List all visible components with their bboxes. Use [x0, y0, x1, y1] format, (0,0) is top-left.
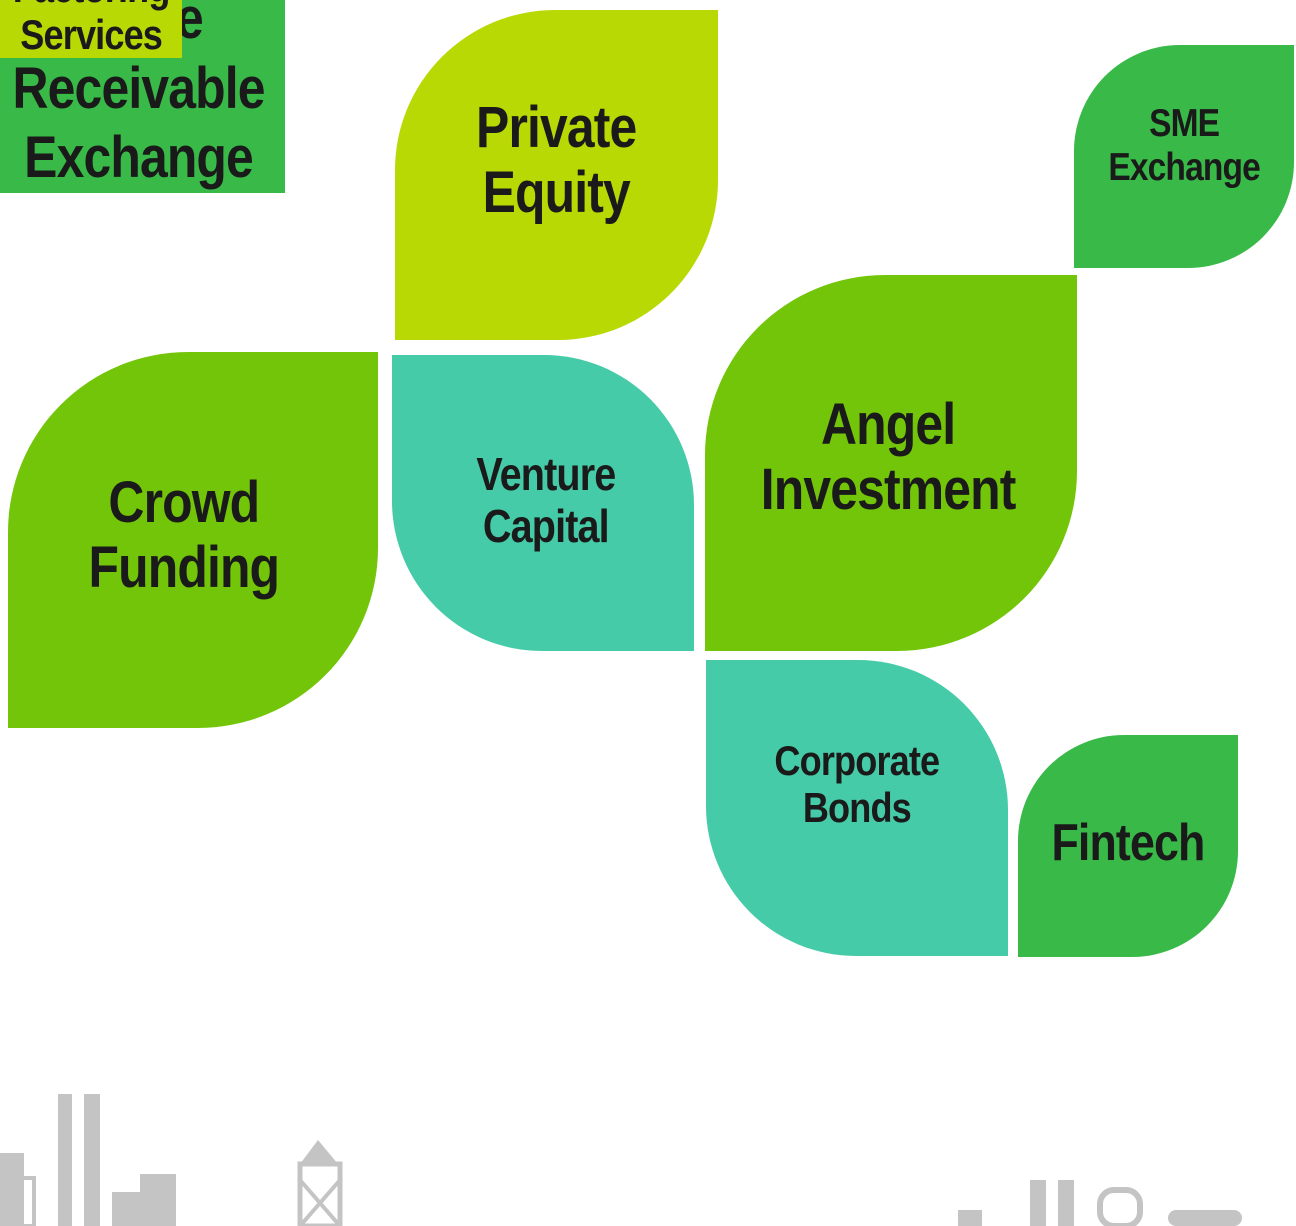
building-dome — [1097, 1187, 1143, 1226]
skyline-buildings-right — [958, 1180, 1242, 1226]
skyline-illustration — [0, 1094, 1242, 1226]
leaf-line: Exchange — [1108, 145, 1260, 189]
building-low-right — [958, 1210, 982, 1226]
building-chimney-right-2 — [1058, 1180, 1074, 1226]
building-block — [140, 1174, 176, 1226]
leaf-venture-capital: Venture Capital — [392, 355, 694, 651]
leaf-venture-capital-label: Venture Capital — [476, 447, 616, 552]
building-chimney-right-1 — [1030, 1180, 1046, 1226]
leaf-corporate-bonds: Corporate Bonds — [706, 660, 1008, 956]
leaf-angel-investment-label: Angel Investment — [761, 392, 1017, 523]
leaf-private-equity-label: Private Equity — [476, 95, 637, 226]
leaf-line: Corporate — [774, 736, 941, 784]
tower-brace — [298, 1178, 342, 1226]
leaf-line: Fintech — [1051, 813, 1206, 872]
leaf-line: Equity — [482, 160, 631, 225]
leaf-line: Exchange — [24, 125, 254, 191]
building-tower-left — [0, 1153, 24, 1226]
leaf-line: Funding — [88, 535, 281, 600]
leaf-line: Private — [476, 95, 637, 161]
leaf-line: SME — [1148, 101, 1220, 145]
leaf-angel-investment: Angel Investment — [705, 275, 1077, 651]
leaf-line: Venture — [476, 447, 616, 500]
leaf-line: Crowd — [108, 470, 261, 536]
building-chimney-2 — [84, 1094, 100, 1226]
leaf-line: Capital — [483, 499, 610, 552]
tower-roof — [300, 1140, 338, 1164]
leaf-line: Receivable — [12, 55, 266, 121]
leaf-line: Bonds — [802, 784, 912, 831]
leaf-crowd-funding: Crowd Funding — [8, 352, 378, 728]
leaf-sme-exchange-label: SME Exchange — [1108, 102, 1260, 189]
leaf-fintech: Fintech — [1018, 735, 1238, 957]
skyline-buildings-left — [0, 1094, 343, 1226]
building-tank — [1168, 1210, 1242, 1226]
leaf-line: Services — [20, 11, 163, 59]
leaf-line: Investment — [761, 457, 1017, 522]
leaf-factoring-services-label: Factoring Services — [13, 0, 171, 59]
building-frame — [6, 1176, 36, 1226]
leaf-corporate-bonds-label: Corporate Bonds — [774, 736, 941, 831]
leaf-line: Factoring — [13, 0, 171, 11]
leaf-fintech-label: Fintech — [1051, 813, 1206, 872]
leaf-sme-exchange: SME Exchange — [1074, 45, 1294, 268]
leaf-crowd-funding-label: Crowd Funding — [88, 470, 281, 601]
leaf-private-equity: Private Equity — [395, 10, 718, 340]
tower-lattice — [297, 1161, 343, 1226]
leaf-factoring-services: Factoring Services — [0, 0, 183, 59]
building-chimney-1 — [58, 1094, 72, 1226]
leaf-line: Angel — [821, 392, 956, 458]
building-low — [112, 1192, 142, 1226]
